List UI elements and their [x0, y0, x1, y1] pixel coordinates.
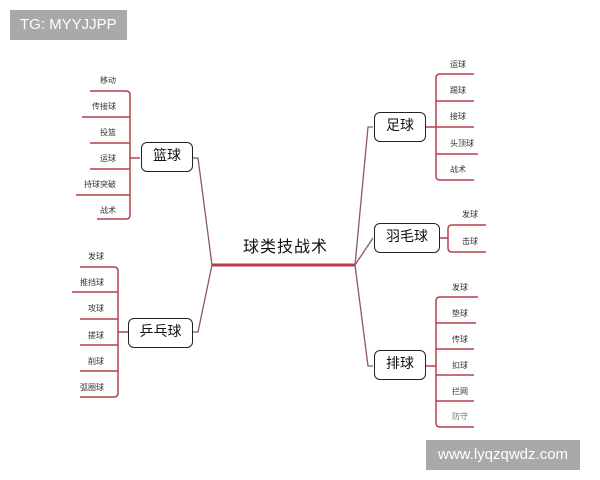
leaf-pingpong-3: 攻球: [88, 304, 104, 313]
leaf-basketball-6: 战术: [100, 206, 116, 215]
leaf-football-3: 接球: [450, 112, 466, 121]
leaf-pingpong-1: 发球: [88, 252, 104, 261]
leaf-basketball-1: 移动: [100, 76, 116, 85]
leaf-pingpong-4: 搓球: [88, 331, 104, 340]
leaf-pingpong-6: 弧圈球: [80, 383, 104, 392]
leaf-volleyball-2: 垫球: [452, 309, 468, 318]
node-basketball: 篮球: [141, 142, 193, 172]
leaf-badminton-1: 发球: [462, 210, 478, 219]
leaf-pingpong-2: 推挡球: [80, 278, 104, 287]
node-pingpong: 乒乓球: [128, 318, 193, 348]
leaf-football-4: 头顶球: [450, 139, 474, 148]
leaf-badminton-2: 击球: [462, 237, 478, 246]
watermark-bottom: www.lyqzqwdz.com: [426, 440, 581, 470]
leaf-football-1: 运球: [450, 60, 466, 69]
leaf-basketball-4: 运球: [100, 154, 116, 163]
leaf-basketball-3: 投篮: [100, 128, 116, 137]
leaf-football-5: 战术: [450, 165, 466, 174]
leaf-volleyball-3: 传球: [452, 335, 468, 344]
leaf-basketball-5: 持球突破: [84, 180, 116, 189]
leaf-volleyball-4: 扣球: [452, 361, 468, 370]
leaf-volleyball-5: 拦网: [452, 387, 468, 396]
leaf-volleyball-6: 防守: [452, 412, 468, 421]
leaf-volleyball-1: 发球: [452, 283, 468, 292]
node-volleyball: 排球: [374, 350, 426, 380]
leaf-pingpong-5: 削球: [88, 357, 104, 366]
node-badminton: 羽毛球: [374, 223, 440, 253]
leaf-football-2: 踢球: [450, 86, 466, 95]
node-football: 足球: [374, 112, 426, 142]
leaf-basketball-2: 传接球: [92, 102, 116, 111]
root-node: 球类技战术: [243, 237, 329, 256]
watermark-top: TG: MYYJJPP: [10, 10, 127, 40]
